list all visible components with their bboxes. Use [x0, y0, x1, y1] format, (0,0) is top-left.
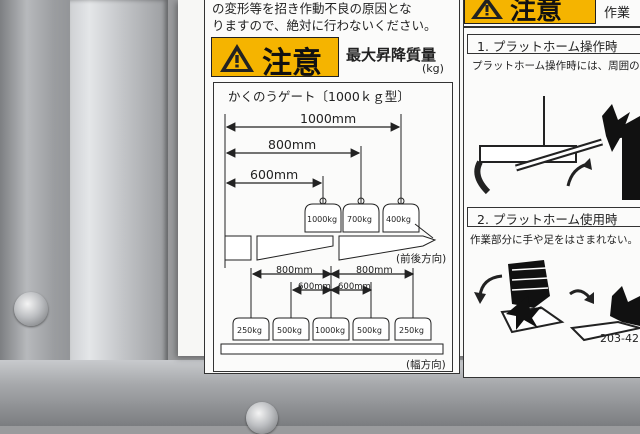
width-weight-4: 500kg: [357, 326, 382, 335]
right-tab: 作業: [604, 6, 631, 21]
bolt-icon: [246, 402, 278, 434]
width-weight-5: 250kg: [399, 326, 424, 335]
hand-pinch-illustration: [474, 260, 640, 342]
width-dim-inner-right: 600mm: [338, 282, 371, 292]
width-weight-1: 250kg: [237, 326, 262, 335]
hand-pinch-icon: [508, 260, 550, 308]
width-direction: (幅方向): [406, 359, 446, 371]
label-code: 203-42: [600, 332, 639, 345]
width-weight-2: 500kg: [277, 326, 302, 335]
dim-1000: 1000mm: [300, 111, 357, 126]
divider: [464, 26, 640, 28]
warning-triangle-icon: [471, 0, 503, 19]
dim-600: 600mm: [250, 167, 299, 182]
metal-frame-column: [70, 0, 168, 426]
bolt-icon: [14, 292, 48, 326]
warning-triangle-icon: [220, 44, 254, 72]
person-crush-icon: [622, 116, 640, 200]
top-note-line2: りますので、絶対に行わないください。: [212, 18, 437, 33]
side-direction: (前後方向): [396, 253, 447, 265]
width-dim-outer-left: 800mm: [276, 265, 313, 276]
gate-side-diagram: [220, 114, 444, 355]
section2-title: 2. プラットホーム使用時: [477, 212, 618, 227]
section1-title: 1. プラットホーム操作時: [477, 39, 618, 54]
section1-title-box: [467, 34, 640, 54]
weight-400: 400kg: [386, 215, 411, 224]
weight-700: 700kg: [347, 215, 372, 224]
weight-1000: 1000kg: [307, 215, 338, 224]
section1-text: プラットホーム操作時には、周囲の: [472, 60, 640, 72]
width-weight-3: 1000kg: [315, 326, 346, 335]
caution-word: 注意: [262, 46, 322, 81]
width-dim-outer-right: 800mm: [356, 265, 393, 276]
right-caution-word: 注意: [510, 0, 563, 26]
platform-hazard-illustration: [474, 96, 640, 200]
curved-arrow-icon: [569, 289, 592, 299]
top-note-line1: の変形等を招き作動不良の原因とな: [212, 1, 412, 16]
section2-text: 作業部分に手や足をはさまれない。: [470, 234, 638, 246]
width-dim-inner-left: 600mm: [298, 282, 331, 292]
dim-800: 800mm: [268, 137, 317, 152]
caution-unit: (kg): [422, 62, 444, 75]
gate-heading: かくのうゲート〔1000ｋｇ型〕: [228, 89, 410, 104]
curved-arrow-icon: [478, 274, 503, 297]
curved-arrow-icon: [566, 162, 589, 187]
section2-title-box: [467, 207, 640, 227]
caution-title: 最大昇降質量: [346, 46, 437, 64]
